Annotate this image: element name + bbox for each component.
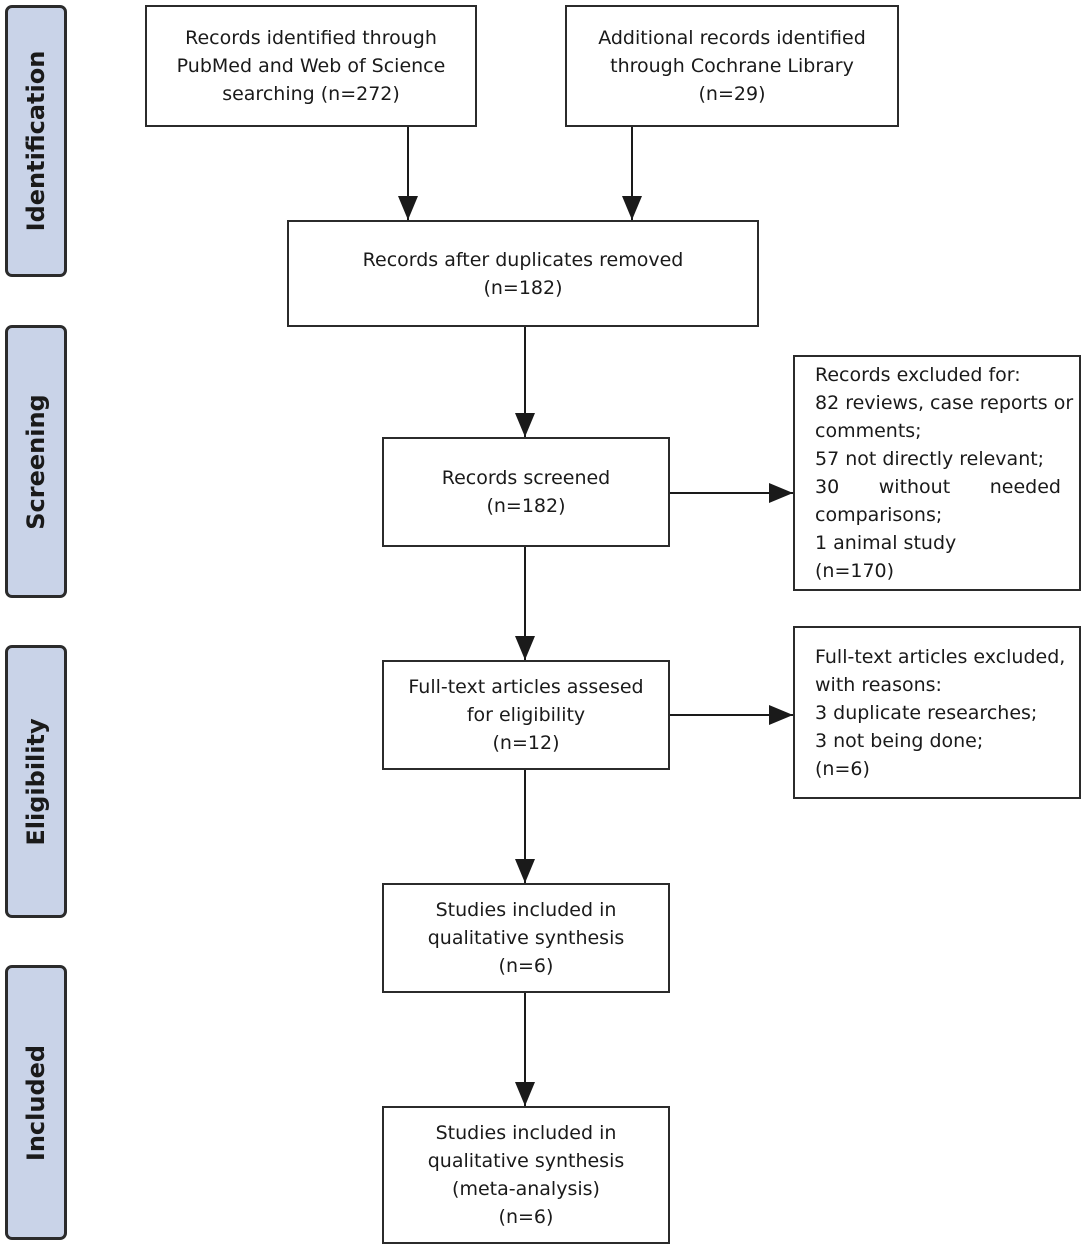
box-fulltext-assessed: Full-text articles assesed for eligibili… xyxy=(382,660,670,770)
box-text-line: Full-text articles excluded, xyxy=(815,645,1066,668)
box-text-line: Records identified through xyxy=(185,27,437,49)
box-text-line: with reasons: xyxy=(815,673,942,696)
box-text-word: needed xyxy=(989,476,1061,498)
box-text-line: (n=182) xyxy=(486,495,566,517)
box-text-line: qualitative synthesis xyxy=(427,1150,625,1172)
box-text-line: through Cochrane Library xyxy=(610,55,854,77)
box-fulltext-excluded: Full-text articles excluded, with reason… xyxy=(793,626,1081,799)
box-text-line: PubMed and Web of Science xyxy=(176,55,446,77)
box-text-line: Studies included in xyxy=(435,1122,617,1144)
box-text-line: Studies included in xyxy=(435,899,617,921)
box-text-line: 82 reviews, case reports or xyxy=(815,392,1074,414)
box-text-word: 30 xyxy=(815,476,840,498)
box-text-line: Records excluded for: xyxy=(815,364,1021,386)
box-text-line: (n=170) xyxy=(815,560,895,582)
arrowhead-cochrane xyxy=(622,196,642,220)
box-text-line: for eligibility xyxy=(466,704,586,726)
phase-eligibility: Eligibility xyxy=(5,645,67,918)
box-text-line: 1 animal study xyxy=(815,532,957,554)
phase-screening: Screening xyxy=(5,325,67,598)
box-text-line: (meta-analysis) xyxy=(452,1178,600,1200)
box-qualitative-synthesis: Studies included in qualitative synthesi… xyxy=(382,883,670,993)
arrowhead-pubmed xyxy=(398,196,418,220)
box-pubmed-wos-records: Records identified through PubMed and We… xyxy=(145,5,477,127)
box-text-line: (n=6) xyxy=(498,1206,554,1228)
arrowhead-fulltext-down xyxy=(515,859,535,883)
box-text-line: searching (n=272) xyxy=(222,83,400,105)
arrowhead-fulltext-right xyxy=(769,705,793,725)
box-after-duplicates: Records after duplicates removed (n=182) xyxy=(287,220,759,327)
box-text-line: comparisons; xyxy=(815,504,943,526)
box-text-line: Records after duplicates removed xyxy=(362,248,684,271)
arrowhead-qualitative-down xyxy=(515,1082,535,1106)
box-text-line: 3 not being done; xyxy=(815,729,984,752)
box-meta-analysis: Studies included in qualitative synthesi… xyxy=(382,1106,670,1244)
box-text-line: Full-text articles assesed xyxy=(408,676,644,698)
box-records-excluded: Records excluded for: 82 reviews, case r… xyxy=(793,355,1081,591)
box-text-line: Records screened xyxy=(441,467,611,489)
box-text-line: 57 not directly relevant; xyxy=(815,448,1045,470)
phase-identification: Identification xyxy=(5,5,67,277)
box-text-line: (n=182) xyxy=(483,276,563,299)
box-text-line: (n=6) xyxy=(498,955,554,977)
box-text-line: Additional records identified xyxy=(598,27,866,49)
arrowhead-duplicates xyxy=(515,413,535,437)
box-text-line: qualitative synthesis xyxy=(427,927,625,949)
box-records-screened: Records screened (n=182) xyxy=(382,437,670,547)
box-text-word: without xyxy=(878,476,951,498)
box-text-line: (n=12) xyxy=(492,732,560,754)
arrowhead-screened-right xyxy=(769,483,793,503)
box-text-line: comments; xyxy=(815,420,922,442)
box-text-line-justified: 30 without needed xyxy=(815,473,1061,501)
box-cochrane-records: Additional records identified through Co… xyxy=(565,5,899,127)
box-text-line: (n=6) xyxy=(815,757,870,780)
phase-included: Included xyxy=(5,965,67,1240)
box-text-line: (n=29) xyxy=(698,83,766,105)
box-text-line: 3 duplicate researches; xyxy=(815,701,1038,724)
arrowhead-screened-down xyxy=(515,636,535,660)
